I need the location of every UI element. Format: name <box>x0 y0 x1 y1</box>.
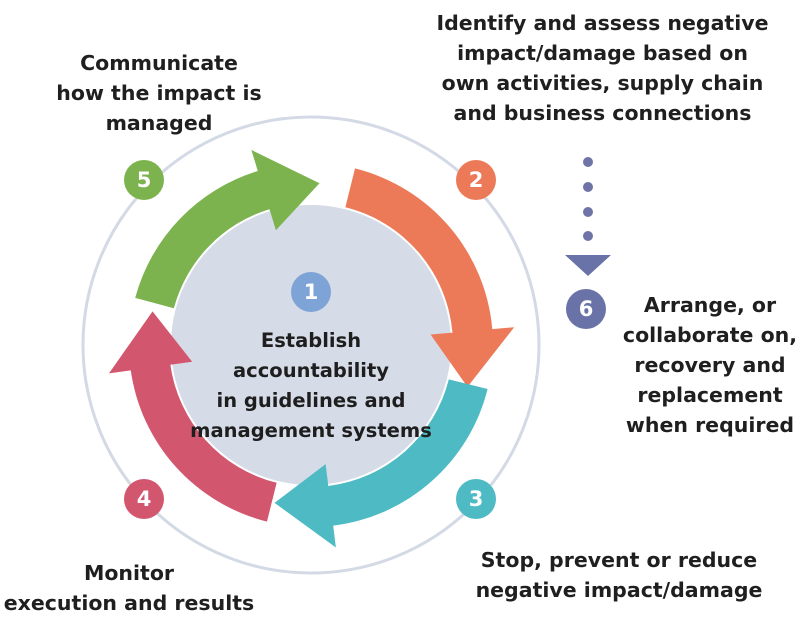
connector-dot <box>583 182 593 192</box>
down-triangle-icon <box>565 255 611 276</box>
red-arrow-icon <box>108 311 277 522</box>
connector-dot <box>583 231 593 241</box>
connector-dot <box>583 207 593 217</box>
step-3-number: 3 <box>468 487 484 511</box>
step-2-number: 2 <box>468 168 484 192</box>
step-4-number: 4 <box>136 487 152 511</box>
step-1-number: 1 <box>303 280 319 304</box>
step-3-badge: 3 <box>456 479 496 519</box>
step-6-number: 6 <box>578 297 594 321</box>
step-1-badge: 1 <box>291 272 331 312</box>
teal-arrow-icon <box>274 379 488 548</box>
orange-arrow-icon <box>345 168 515 387</box>
step-2-badge: 2 <box>456 160 496 200</box>
dotted-connector <box>583 157 593 241</box>
step-3-text: Stop, prevent or reduce negative impact/… <box>475 548 763 602</box>
connector-dot <box>583 157 593 167</box>
step-4-badge: 4 <box>124 479 164 519</box>
step-5-number: 5 <box>136 168 152 192</box>
center-disc <box>171 205 451 485</box>
step-4-text: Monitor execution and results <box>3 561 255 615</box>
step-6-text: Arrange, or collaborate on, recovery and… <box>622 293 798 437</box>
center-text: Establish accountability in guidelines a… <box>190 329 432 442</box>
step-5-badge: 5 <box>124 160 164 200</box>
outer-ring <box>81 115 541 575</box>
step-5-text: Communicate how the impact is managed <box>56 51 262 135</box>
step-2-text: Identify and assess negative impact/dama… <box>436 11 769 125</box>
step-6-badge: 6 <box>566 289 606 329</box>
green-arrow-icon <box>135 149 320 309</box>
